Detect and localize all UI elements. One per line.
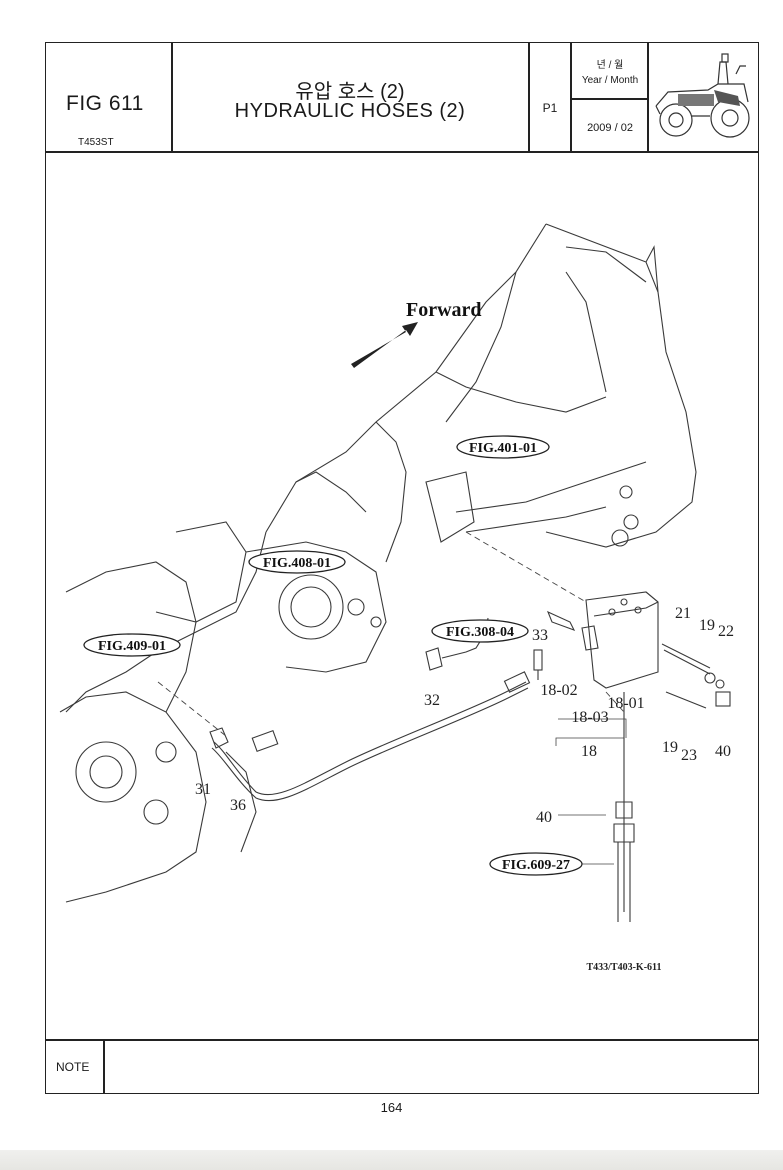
fig-ref-badge [431, 619, 529, 643]
exploded-parts-diagram: Forward FIG.401-01 FIG.408-01 FIG.409-01… [59, 223, 734, 973]
fig-ref-label: FIG.609-27 [502, 858, 570, 873]
tractor-icon [655, 53, 750, 138]
page-frame [45, 42, 759, 1094]
part-number: 19 [662, 739, 678, 756]
fig-ref-label: FIG.308-04 [446, 625, 514, 640]
title-english: HYDRAULIC HOSES (2) [234, 100, 466, 122]
page-code: P1 [542, 101, 558, 115]
date-cell-divider [570, 98, 648, 100]
scan-edge [0, 1150, 783, 1170]
header-col-divider [647, 42, 649, 152]
part-number: 33 [532, 627, 548, 644]
fig-ref-badge [456, 435, 550, 459]
header-divider [45, 151, 759, 153]
model-code: T453ST [78, 137, 114, 148]
part-number: 23 [681, 747, 697, 764]
title-korean: 유압 호스 (2) [295, 81, 405, 103]
part-number: 40 [715, 743, 731, 760]
part-number: 40 [536, 809, 552, 826]
note-divider [45, 1039, 759, 1041]
figure-number: FIG 611 [66, 92, 144, 115]
part-number: 22 [718, 623, 734, 640]
issue-date: 2009 / 02 [587, 122, 633, 134]
header-col-divider [171, 42, 173, 152]
part-number: 18-01 [607, 695, 644, 712]
part-number: 18-03 [571, 709, 608, 726]
forward-label: Forward [406, 299, 482, 321]
header-col-divider [570, 42, 572, 152]
part-number: 36 [230, 797, 246, 814]
fig-ref-label: FIG.408-01 [263, 556, 331, 571]
fig-ref-badge [83, 633, 181, 657]
part-number: 31 [195, 781, 211, 798]
part-number: 19 [699, 617, 715, 634]
page-number: 164 [380, 1100, 403, 1115]
fig-ref-label: FIG.401-01 [469, 441, 537, 456]
note-label: NOTE [56, 1060, 90, 1074]
part-number: 21 [675, 605, 691, 622]
drawing-code: T433/T403-K-611 [586, 962, 661, 973]
part-number: 18-02 [540, 682, 577, 699]
header-col-divider [528, 42, 530, 152]
fig-ref-badge [248, 550, 346, 574]
note-col-divider [103, 1039, 105, 1094]
fig-ref-label: FIG.409-01 [98, 639, 166, 654]
part-number: 32 [424, 692, 440, 709]
year-month-label-ko: 년 / 월 [596, 60, 624, 71]
part-number: 18 [581, 743, 597, 760]
year-month-label-en: Year / Month [581, 75, 639, 86]
